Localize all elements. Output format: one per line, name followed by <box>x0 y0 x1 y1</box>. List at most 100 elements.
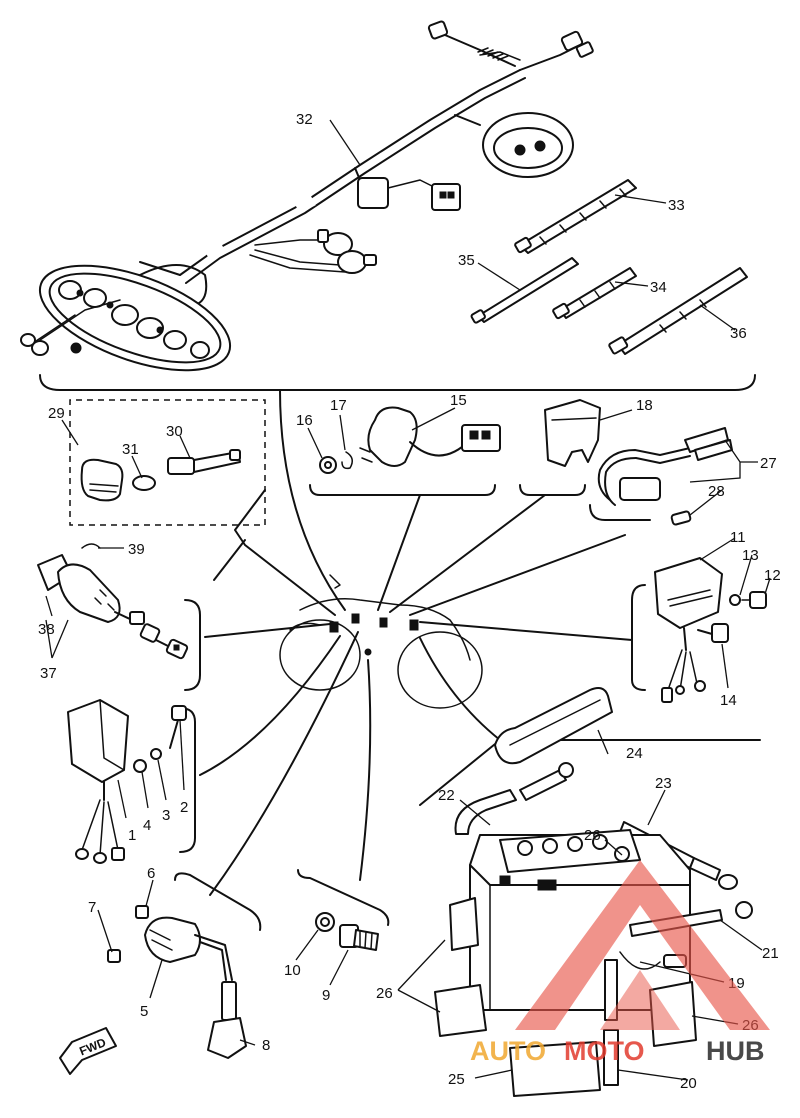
part-number-21: 21 <box>762 945 779 962</box>
part-number-13: 13 <box>742 547 759 564</box>
part-number-22: 22 <box>438 787 455 804</box>
connector-top-left <box>427 20 449 40</box>
bulb-31 <box>132 475 156 491</box>
part-number-26-top: 26 <box>584 827 601 844</box>
motorcycle-outline <box>279 574 483 709</box>
washer-3 <box>150 748 162 760</box>
round-lamp-unit <box>454 112 574 178</box>
wire-harness-assembly <box>20 20 594 372</box>
headlight-lens-assembly <box>20 264 232 372</box>
pad-26-a <box>449 897 479 951</box>
part-number-16: 16 <box>296 412 313 429</box>
starter-relay-15 <box>359 406 501 467</box>
battery-group <box>419 687 761 1097</box>
part-number-28: 28 <box>708 483 725 500</box>
switch-body-38 <box>37 554 189 660</box>
part-number-36: 36 <box>730 325 747 342</box>
part-number-23: 23 <box>655 775 672 792</box>
cdi-unit-group <box>631 557 767 703</box>
pad-26-b <box>434 984 487 1037</box>
bolt-14 <box>697 623 729 643</box>
sensor-9 <box>339 924 379 951</box>
regulator-group <box>67 699 196 864</box>
top-group-bracket <box>39 374 756 391</box>
regulator-1 <box>67 699 129 783</box>
part-number-32: 32 <box>296 111 313 128</box>
part-number-34: 34 <box>650 279 667 296</box>
screw-7 <box>107 949 121 963</box>
part-number-18: 18 <box>636 397 653 414</box>
relay-connector-a <box>357 177 461 211</box>
part-number-30: 30 <box>166 423 183 440</box>
forward-direction-arrow: FWD <box>59 1027 117 1075</box>
bulb-socket-b <box>337 250 377 274</box>
part-number-31: 31 <box>122 441 139 458</box>
oil-switch-group <box>297 869 390 951</box>
handlebar-switch-group <box>37 543 201 691</box>
part-number-14: 14 <box>720 692 737 709</box>
part-number-33: 33 <box>668 197 685 214</box>
part-number-26-left: 26 <box>376 985 393 1002</box>
part-number-10: 10 <box>284 962 301 979</box>
watermark-logo: AUTO MOTO HUB <box>470 860 770 1066</box>
part-number-9: 9 <box>322 987 330 1004</box>
part-number-7: 7 <box>88 899 96 916</box>
grommet-39 <box>81 543 101 549</box>
connector-top-right-a <box>560 30 584 52</box>
watermark-auto: AUTO <box>470 1036 546 1066</box>
watermark-moto: MOTO <box>564 1036 645 1066</box>
watermark-hub: HUB <box>706 1036 765 1066</box>
bulb-socket-30 <box>167 449 241 475</box>
fuse-holder-group <box>519 399 601 496</box>
part-number-labels: 1 2 3 4 5 6 7 8 9 10 11 12 13 14 15 16 1… <box>38 111 781 1092</box>
lens-cap-29 <box>80 458 124 502</box>
battery-strap-24 <box>494 687 613 765</box>
cdi-unit-11 <box>654 557 723 629</box>
cable-tie-36 <box>608 267 748 355</box>
bulb-socket-a <box>317 229 353 256</box>
part-number-27: 27 <box>760 455 777 472</box>
part-number-17: 17 <box>330 397 347 414</box>
washer-4 <box>133 759 147 773</box>
washer-13 <box>729 594 741 606</box>
starter-relay-group <box>309 406 501 496</box>
ignition-coil-group <box>589 427 733 526</box>
cable-tie-33 <box>514 179 637 254</box>
part-number-5: 5 <box>140 1003 148 1020</box>
part-number-15: 15 <box>450 392 467 409</box>
part-number-25: 25 <box>448 1071 465 1088</box>
neutral-switch-group <box>107 872 262 1059</box>
part-number-8: 8 <box>262 1037 270 1054</box>
part-number-11: 11 <box>730 529 746 546</box>
part-number-35: 35 <box>458 252 475 269</box>
location-leader-lines <box>199 389 633 896</box>
part-number-24: 24 <box>626 745 643 762</box>
part-number-12: 12 <box>764 567 781 584</box>
cap-8 <box>207 1017 247 1059</box>
washer-17 <box>341 451 353 470</box>
part-number-39: 39 <box>128 541 145 558</box>
sensor-5 <box>144 916 201 963</box>
mat-25 <box>509 1041 601 1097</box>
part-number-20: 20 <box>680 1075 697 1092</box>
part-number-38: 38 <box>38 621 55 638</box>
harness-bundle-wrap <box>477 47 509 61</box>
plug-cap-28 <box>670 510 692 526</box>
part-number-1: 1 <box>128 827 136 844</box>
part-number-29: 29 <box>48 405 65 422</box>
part-number-3: 3 <box>162 807 170 824</box>
bolt-2 <box>169 705 187 749</box>
fuse-box-18 <box>544 399 601 467</box>
bolt-12 <box>741 591 767 609</box>
part-leader-lines <box>45 119 771 1081</box>
cable-tie-35 <box>470 257 579 324</box>
part-number-4: 4 <box>143 817 151 834</box>
screw-6 <box>135 905 149 919</box>
cable-tie-34 <box>552 267 637 320</box>
part-number-37: 37 <box>40 665 57 682</box>
part-number-2: 2 <box>180 799 188 816</box>
part-number-6: 6 <box>147 865 155 882</box>
bulb-kit-group <box>69 399 266 526</box>
connector-top-right-b <box>575 41 594 58</box>
